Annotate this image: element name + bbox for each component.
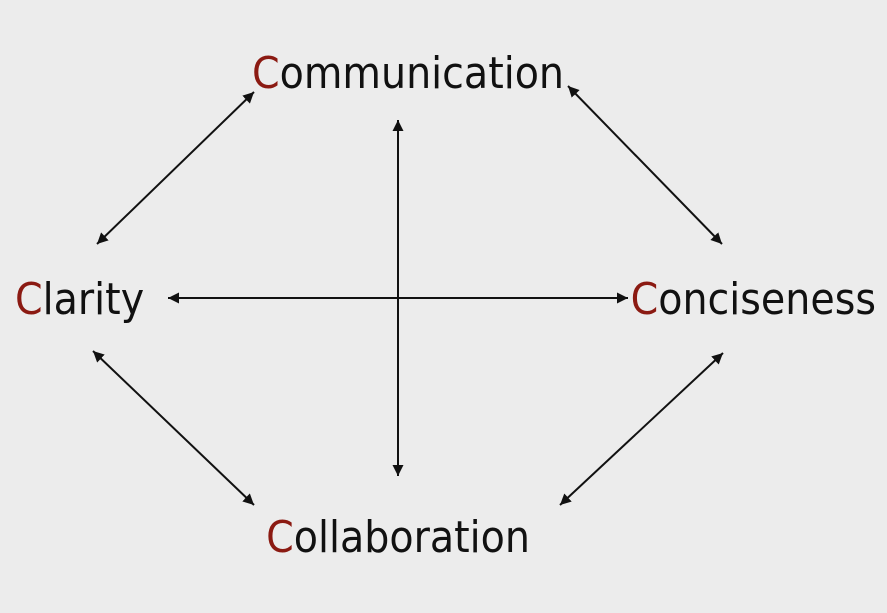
node-clarity-initial: C (15, 274, 43, 325)
node-communication-initial: C (252, 48, 280, 99)
node-communication-rest: ommunication (280, 48, 564, 99)
node-conciseness-initial: C (631, 274, 659, 325)
node-conciseness: Conciseness (631, 274, 876, 325)
node-clarity-rest: larity (43, 274, 144, 325)
node-collaboration-rest: ollaboration (294, 512, 530, 563)
node-communication: Communication (252, 48, 564, 99)
node-conciseness-rest: onciseness (658, 274, 876, 325)
arrow-collaboration-conciseness (559, 352, 724, 506)
arrow-clarity-communication (96, 91, 255, 245)
node-collaboration-initial: C (266, 512, 294, 563)
arrow-clarity-collaboration (92, 350, 255, 506)
node-collaboration: Collaboration (266, 512, 530, 563)
arrow-communication-conciseness (567, 85, 723, 245)
node-clarity: Clarity (15, 274, 144, 325)
